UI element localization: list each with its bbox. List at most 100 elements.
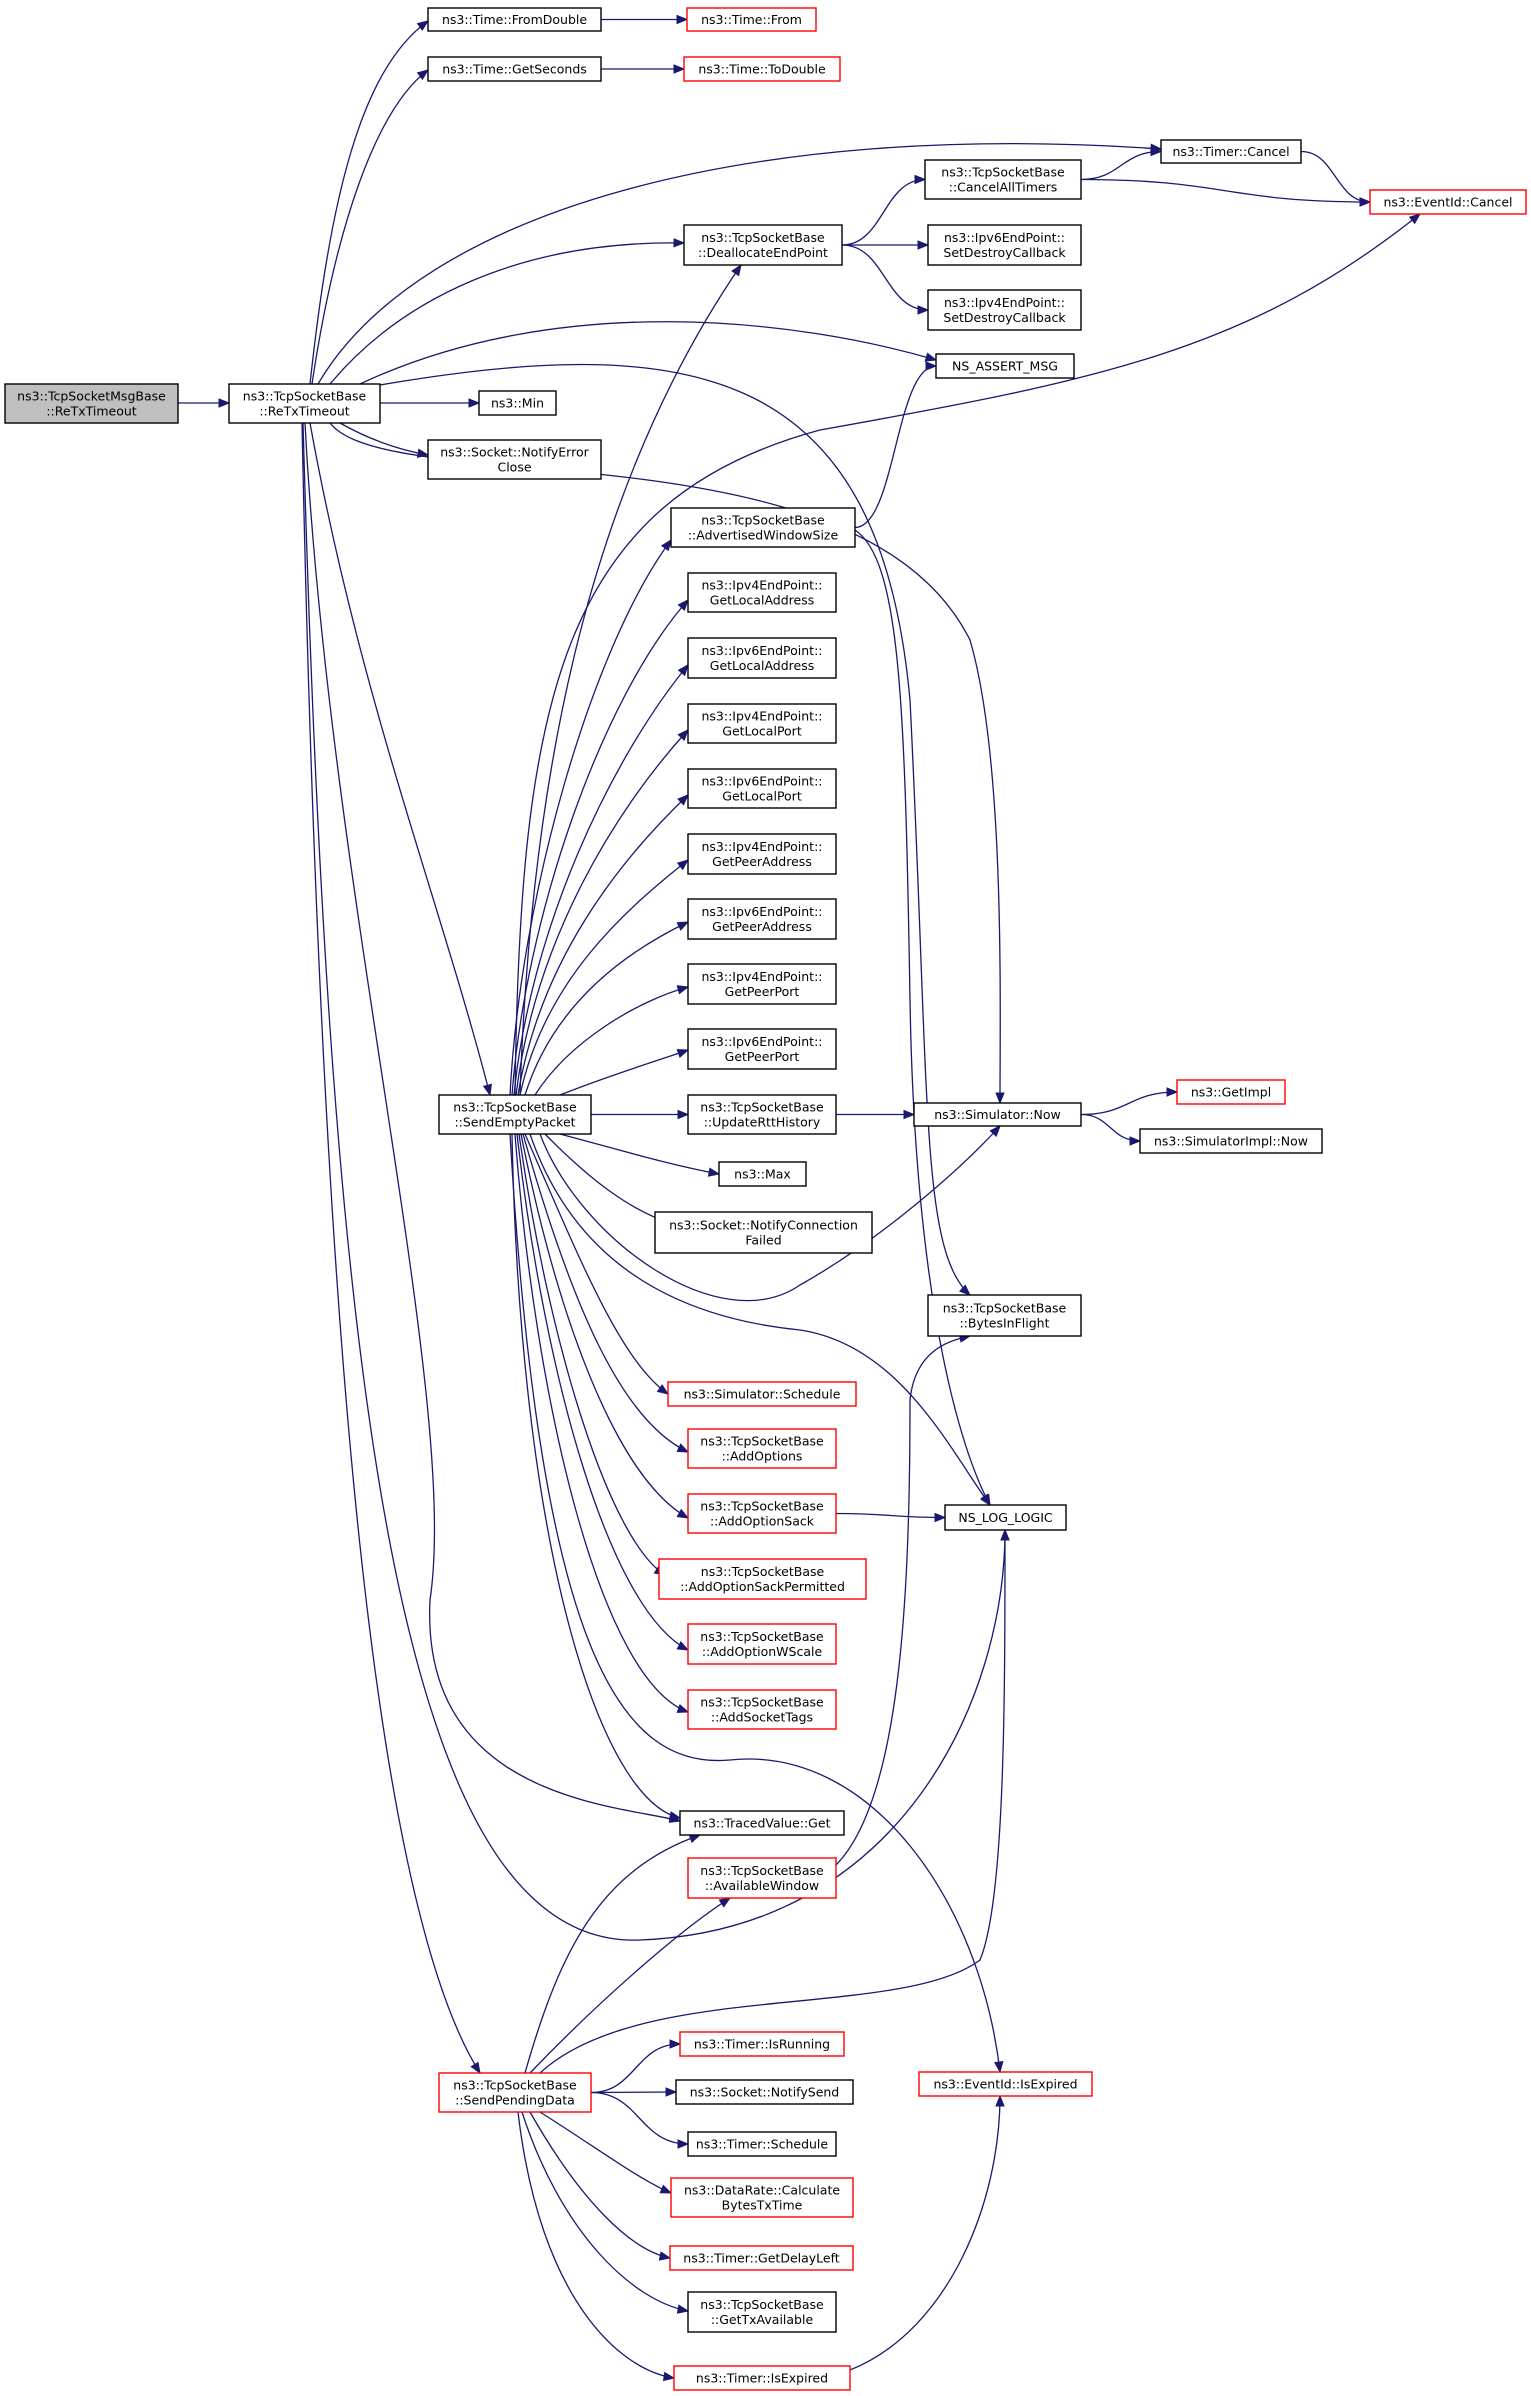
edge-sendempty-to-addsackperm — [518, 1133, 667, 1576]
edge-arrowhead — [470, 2061, 481, 2075]
node-label: ns3::TcpSocketBase — [700, 1100, 824, 1115]
node-ipv4localport[interactable]: ns3::Ipv4EndPoint::GetLocalPort — [687, 703, 837, 744]
node-label: ::CancelAllTimers — [949, 180, 1058, 195]
edge-arrowhead — [669, 2039, 682, 2049]
node-label: ns3::Simulator::Schedule — [684, 1387, 841, 1402]
node-label: GetLocalAddress — [710, 658, 814, 673]
node-simimplnow[interactable]: ns3::SimulatorImpl::Now — [1139, 1128, 1323, 1154]
node-timerexpired[interactable]: ns3::Timer::IsExpired — [673, 2365, 851, 2391]
node-box — [924, 159, 1082, 200]
edge-line — [359, 321, 937, 385]
edge-line — [515, 729, 689, 1096]
edge-line — [311, 69, 429, 385]
node-notifysend[interactable]: ns3::Socket::NotifySend — [675, 2079, 854, 2105]
node-box — [935, 353, 1075, 379]
node-ipv4peerport[interactable]: ns3::Ipv4EndPoint::GetPeerPort — [687, 963, 837, 1005]
node-gettxavail[interactable]: ns3::TcpSocketBase::GetTxAvailable — [687, 2291, 837, 2333]
node-availwin[interactable]: ns3::TcpSocketBase::AvailableWindow — [687, 1857, 837, 1899]
edge-arrowhead — [468, 398, 481, 408]
node-ipv6destroy[interactable]: ns3::Ipv6EndPoint::SetDestroyCallback — [927, 224, 1082, 266]
edge-line — [590, 2043, 681, 2094]
node-label: ::AvailableWindow — [705, 1878, 819, 1893]
node-bytesinflight[interactable]: ns3::TcpSocketBase::BytesInFlight — [927, 1294, 1082, 1337]
node-addoptions[interactable]: ns3::TcpSocketBase::AddOptions — [687, 1428, 837, 1469]
node-label: ns3::Socket::NotifyError — [440, 445, 589, 460]
edge-line — [301, 422, 481, 2074]
edge-arrowhead — [707, 1167, 721, 1177]
node-getdelayleft[interactable]: ns3::Timer::GetDelayLeft — [669, 2245, 854, 2271]
node-eventexpired[interactable]: ns3::EventId::IsExpired — [918, 2071, 1093, 2097]
node-root[interactable]: ns3::TcpSocketMsgBase::ReTxTimeout — [4, 383, 179, 424]
node-cancelall[interactable]: ns3::TcpSocketBase::CancelAllTimers — [924, 159, 1082, 200]
edge-arrowhead — [673, 64, 686, 74]
node-box — [427, 7, 602, 32]
node-todouble[interactable]: ns3::Time::ToDouble — [683, 56, 841, 82]
edge-retx-to-loglogic — [302, 422, 1010, 1941]
node-addtags[interactable]: ns3::TcpSocketBase::AddSocketTags — [687, 1689, 837, 1730]
node-ipv4localaddr[interactable]: ns3::Ipv4EndPoint::GetLocalAddress — [687, 572, 837, 613]
node-timerschedule[interactable]: ns3::Timer::Schedule — [687, 2131, 837, 2157]
node-label: ::DeallocateEndPoint — [698, 245, 828, 260]
node-ipv4peeraddr[interactable]: ns3::Ipv4EndPoint::GetPeerAddress — [687, 833, 837, 875]
node-box — [687, 572, 837, 613]
node-ipv4destroy[interactable]: ns3::Ipv4EndPoint::SetDestroyCallback — [927, 289, 1082, 331]
node-label: ::AddOptionSackPermitted — [680, 1579, 845, 1594]
node-advwin[interactable]: ns3::TcpSocketBase::AdvertisedWindowSize — [670, 507, 856, 548]
node-ipv6peeraddr[interactable]: ns3::Ipv6EndPoint::GetPeerAddress — [687, 898, 837, 940]
node-box — [4, 383, 179, 424]
node-simnow[interactable]: ns3::Simulator::Now — [913, 1102, 1082, 1127]
node-ipv6localport[interactable]: ns3::Ipv6EndPoint::GetLocalPort — [687, 768, 837, 809]
node-label: GetPeerPort — [725, 984, 800, 999]
node-label: ns3::Ipv4EndPoint:: — [702, 839, 823, 854]
node-from[interactable]: ns3::Time::From — [686, 7, 817, 32]
edge-line — [1080, 150, 1162, 181]
node-box — [927, 1294, 1082, 1337]
node-timercancel[interactable]: ns3::Timer::Cancel — [1160, 139, 1302, 164]
node-tracedget[interactable]: ns3::TracedValue::Get — [679, 1810, 845, 1836]
node-sendpending[interactable]: ns3::TcpSocketBase::SendPendingData — [438, 2072, 592, 2113]
edge-arrowhead — [718, 1897, 732, 1908]
edge-line — [304, 422, 681, 1822]
node-box — [687, 2131, 837, 2157]
node-addsack[interactable]: ns3::TcpSocketBase::AddOptionSack — [687, 1493, 837, 1534]
node-loglogic[interactable]: NS_LOG_LOGIC — [944, 1504, 1067, 1531]
node-assert[interactable]: NS_ASSERT_MSG — [935, 353, 1075, 379]
node-box — [427, 439, 602, 480]
node-label: ns3::DataRate::Calculate — [684, 2183, 840, 2198]
edge-advwin-to-assert — [854, 361, 938, 529]
node-updatertt[interactable]: ns3::TcpSocketBase::UpdateRttHistory — [687, 1094, 837, 1135]
edge-sendempty-to-ipv4peerport — [534, 985, 690, 1096]
node-label: ns3::TcpSocketBase — [700, 1499, 824, 1514]
edge-line — [835, 1512, 946, 1519]
node-addwscale[interactable]: ns3::TcpSocketBase::AddOptionWScale — [687, 1623, 837, 1665]
edge-arrowhead — [665, 2087, 678, 2097]
node-ipv6localaddr[interactable]: ns3::Ipv6EndPoint::GetLocalAddress — [687, 637, 837, 679]
node-ipv6peerport[interactable]: ns3::Ipv6EndPoint::GetPeerPort — [687, 1028, 837, 1070]
edge-arrowhead — [1408, 213, 1422, 225]
node-schedule[interactable]: ns3::Simulator::Schedule — [667, 1381, 857, 1407]
edge-arrowhead — [416, 69, 430, 81]
edge-line — [511, 1133, 681, 1819]
edge-sendpending-to-datarate — [539, 2111, 673, 2194]
edge-line — [529, 2111, 671, 2259]
edge-arrowhead — [1000, 1528, 1010, 1541]
node-isrunning[interactable]: ns3::Timer::IsRunning — [679, 2031, 845, 2057]
node-getimpl[interactable]: ns3::GetImpl — [1176, 1079, 1286, 1105]
node-dealloc[interactable]: ns3::TcpSocketBase::DeallocateEndPoint — [683, 224, 843, 266]
edge-sendempty-to-tracedget — [511, 1133, 682, 1821]
node-eventcancel[interactable]: ns3::EventId::Cancel — [1369, 189, 1527, 215]
node-fromdouble[interactable]: ns3::Time::FromDouble — [427, 7, 602, 32]
edge-line — [329, 422, 1001, 1104]
edge-line — [522, 1133, 689, 1453]
edge-line — [590, 2091, 689, 2145]
node-getseconds[interactable]: ns3::Time::GetSeconds — [427, 56, 602, 82]
node-min[interactable]: ns3::Min — [478, 390, 557, 416]
node-addsackperm[interactable]: ns3::TcpSocketBase::AddOptionSackPermitt… — [658, 1558, 867, 1600]
node-retx[interactable]: ns3::TcpSocketBase::ReTxTimeout — [228, 383, 381, 424]
node-sendempty[interactable]: ns3::TcpSocketBase::SendEmptyPacket — [438, 1094, 592, 1135]
node-max[interactable]: ns3::Max — [718, 1161, 807, 1187]
edge-line — [514, 213, 1421, 1096]
